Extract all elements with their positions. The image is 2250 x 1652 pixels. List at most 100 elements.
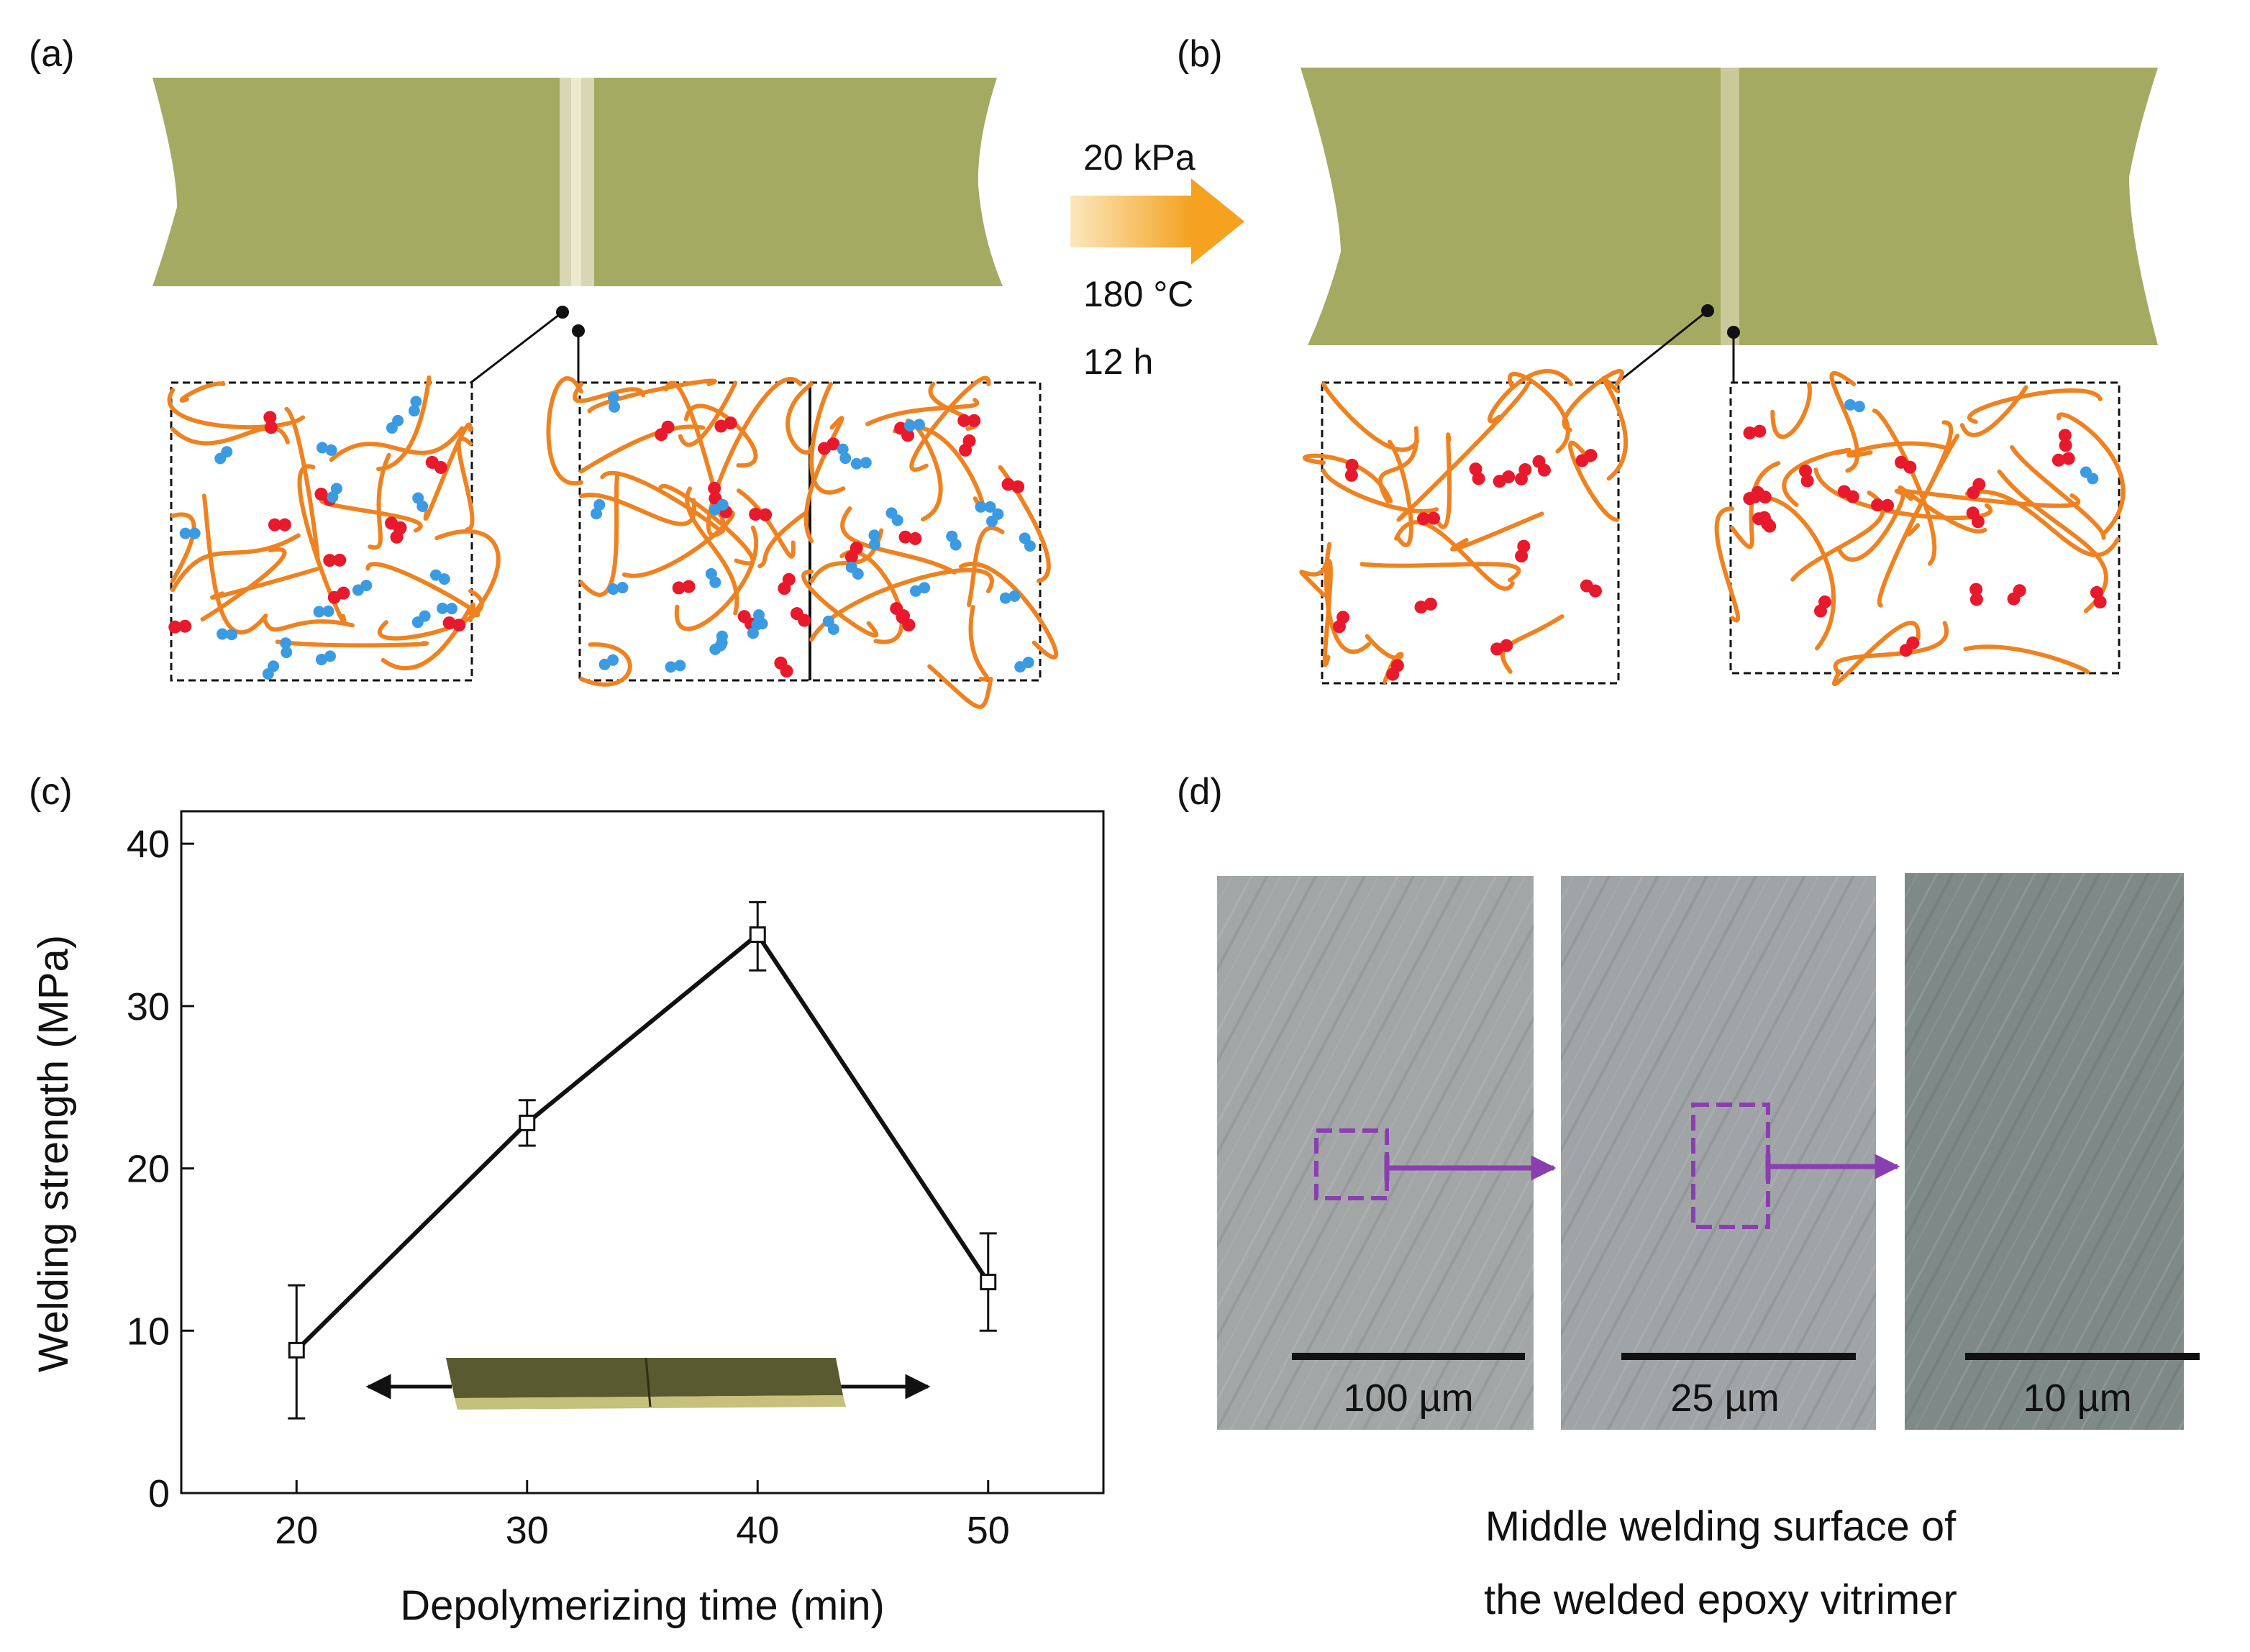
- disulfide-bond-dot: [1971, 515, 1985, 529]
- weld-gap-center-a: [571, 78, 581, 286]
- thiol-group-dot: [986, 515, 998, 527]
- polymer-chain: [275, 639, 429, 648]
- disulfide-bond-dot: [957, 414, 971, 427]
- disulfide-bond-dot: [1743, 492, 1757, 506]
- thiol-group-dot: [226, 629, 238, 641]
- polymer-chain: [1829, 370, 1860, 473]
- disulfide-bond-dot: [1799, 464, 1813, 478]
- polymer-chain: [200, 547, 287, 622]
- disulfide-bond-dot: [1517, 539, 1531, 553]
- thiol-group-dot: [438, 573, 450, 585]
- callout-line-a-right: [577, 331, 586, 384]
- thiol-group-dot: [325, 444, 337, 456]
- disulfide-bond-dot: [1344, 468, 1358, 482]
- disulfide-bond-dot: [168, 620, 182, 634]
- micrograph-caption-line1: Middle welding surface of: [1485, 1503, 1957, 1550]
- disulfide-bond-dot: [1800, 474, 1814, 488]
- polymer-network-a-right: [785, 375, 1059, 709]
- polymer-chain: [1832, 621, 1921, 686]
- thiol-group-dot: [214, 452, 227, 465]
- thiol-group-dot: [984, 501, 996, 513]
- data-point: [288, 1341, 305, 1359]
- polymer-chain: [1833, 621, 1949, 674]
- disulfide-bond-dot: [1414, 601, 1428, 614]
- weld-seam-b: [1721, 68, 1739, 345]
- scale-bar-label: 10 µm: [2023, 1377, 2131, 1420]
- sample-before-welding: [152, 78, 1003, 286]
- micrograph-caption-line2: the welded epoxy vitrimer: [1484, 1576, 1957, 1623]
- polymer-chain: [1782, 447, 1852, 507]
- polymer-chain: [1321, 468, 1439, 514]
- disulfide-bond-dot: [1332, 620, 1346, 634]
- micrograph-25um: 25 µm: [1561, 876, 1900, 1430]
- thiol-group-dot: [850, 457, 862, 470]
- thiol-group-dot: [598, 658, 611, 670]
- thiol-group-dot: [716, 630, 728, 642]
- polymer-chain: [179, 381, 226, 403]
- thiol-group-dot: [909, 585, 921, 597]
- disulfide-bond-dot: [1514, 472, 1528, 485]
- disulfide-bond-dot: [442, 616, 456, 630]
- polymer-network-b-interface: [1714, 370, 2126, 686]
- thiol-group-dot: [868, 539, 880, 551]
- disulfide-bond-dot: [1588, 584, 1602, 598]
- disulfide-bond-dot: [778, 582, 791, 595]
- polymer-chain: [1377, 426, 1419, 503]
- thiol-group-dot: [616, 582, 629, 594]
- polymer-chain: [1714, 506, 1741, 623]
- thiol-group-dot: [709, 576, 721, 588]
- scale-bar-label: 100 µm: [1343, 1377, 1473, 1420]
- polymer-chain: [674, 525, 759, 631]
- disulfide-bond-dot: [1515, 549, 1529, 563]
- thiol-group-dot: [591, 508, 603, 520]
- disulfide-bond-dot: [1472, 472, 1485, 485]
- polymer-chain: [1963, 644, 2090, 674]
- polymer-chain: [2057, 412, 2126, 535]
- panel-label-c: (c): [29, 771, 73, 813]
- polymer-chain: [1431, 432, 1452, 529]
- polymer-chain: [546, 376, 584, 486]
- disulfide-bond-dot: [1871, 498, 1885, 512]
- disulfide-bond-dot: [393, 521, 406, 535]
- thiol-group-dot: [1014, 661, 1026, 673]
- disulfide-bond-dot: [780, 665, 793, 678]
- disulfide-bond-dot: [1345, 458, 1359, 472]
- thiol-group-dot: [217, 628, 229, 640]
- disulfide-bond-dot: [178, 619, 192, 633]
- polymer-chain: [909, 375, 991, 473]
- disulfide-bond-dot: [959, 443, 973, 457]
- disulfide-bond-dot: [759, 508, 773, 521]
- thiol-group-dot: [188, 527, 201, 539]
- data-points: [288, 926, 997, 1359]
- disulfide-bond-dot: [2059, 439, 2072, 452]
- disulfide-bond-dot: [1969, 583, 1983, 596]
- thiol-group-dot: [281, 647, 293, 659]
- polymer-chain: [1507, 372, 1570, 454]
- thiol-group-dot: [262, 668, 274, 680]
- disulfide-bond-dot: [1969, 593, 1983, 606]
- disulfide-bond-dot: [1753, 424, 1767, 438]
- thiol-group-dot: [837, 443, 849, 455]
- disulfide-bond-dot: [898, 530, 912, 544]
- polymer-chain: [319, 495, 423, 533]
- panel-label-d: (d): [1177, 771, 1223, 813]
- disulfide-bond-dot: [655, 428, 668, 442]
- disulfide-bond-dot: [1386, 667, 1400, 681]
- process-arrow-head: [1191, 178, 1244, 265]
- thiol-group-dot: [313, 606, 325, 618]
- polymer-chain: [1767, 496, 1836, 651]
- specimen-top-face: [446, 1358, 843, 1398]
- polymer-chain: [284, 406, 320, 563]
- thiol-group-dot: [280, 637, 292, 649]
- thiol-group-dot: [609, 401, 621, 413]
- polymer-chain: [1321, 558, 1333, 667]
- polymer-chain: [1321, 382, 1420, 452]
- polymer-chain: [170, 533, 301, 593]
- lap-shear-specimen-icon: [365, 1357, 931, 1410]
- thiol-group-dot: [1008, 590, 1021, 602]
- polymer-chain: [434, 529, 501, 620]
- polymer-chain: [1488, 369, 1573, 424]
- thiol-group-dot: [411, 616, 424, 629]
- disulfide-bond-dot: [1426, 511, 1440, 525]
